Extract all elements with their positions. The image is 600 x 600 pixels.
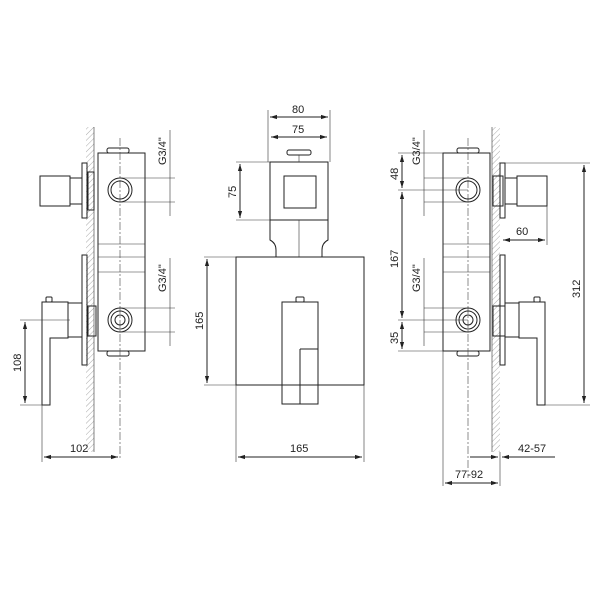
right-diverter-projection-label: 60 [516, 226, 528, 238]
right-side-view: G3/4" G3/4" 48 167 35 60 312 42-57 77-92 [389, 127, 590, 486]
left-thread-top-label: G3/4" [157, 137, 169, 165]
front-outer-width-label: 80 [292, 104, 304, 116]
right-overall-height-label: 312 [571, 280, 583, 298]
right-wall-to-trim-label: 42-57 [518, 443, 546, 455]
left-side-view: G3/4" G3/4" 108 102 [12, 127, 175, 462]
front-view: 80 75 75 165 165 [194, 104, 365, 462]
right-bottom-offset-label: 35 [389, 332, 401, 344]
right-thread-bottom-label: G3/4" [411, 264, 423, 292]
front-plate-width-label: 165 [290, 443, 308, 455]
right-top-offset-label: 48 [389, 168, 401, 180]
right-thread-top-label: G3/4" [411, 137, 423, 165]
right-outlet-spacing-label: 167 [389, 250, 401, 268]
front-diverter-height-label: 75 [227, 186, 239, 198]
wall-hatch [86, 127, 94, 452]
left-lever-height-label: 108 [12, 354, 24, 372]
left-depth-label: 102 [70, 443, 88, 455]
front-plate-height-label: 165 [194, 312, 206, 330]
front-inner-width-label: 75 [292, 124, 304, 136]
wall-hatch [492, 127, 500, 452]
right-wall-to-body-label: 77-92 [455, 469, 483, 481]
left-thread-bottom-label: G3/4" [157, 264, 169, 292]
